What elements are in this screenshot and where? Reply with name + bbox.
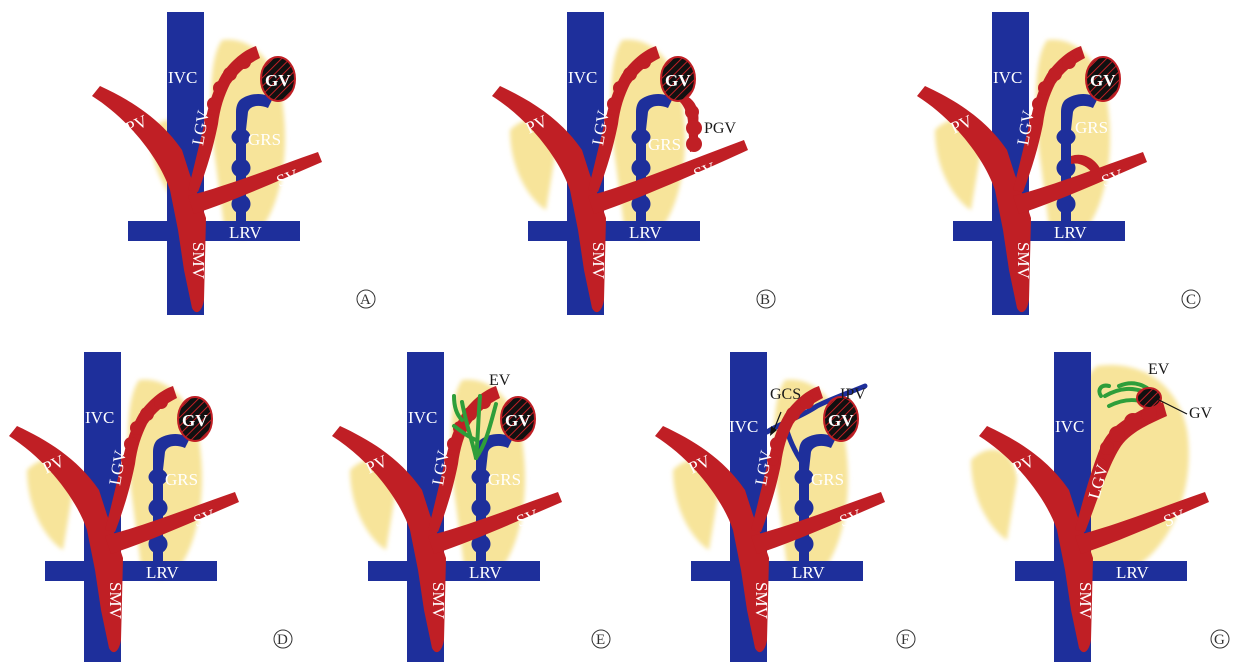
ev-label: EV	[489, 372, 511, 389]
panel-label-d: D	[277, 632, 288, 648]
panel-label-a: A	[360, 292, 371, 308]
smv-label: SMV	[189, 242, 208, 280]
gv-label: GV	[828, 411, 854, 430]
ivc-label: IVC	[993, 68, 1022, 87]
gv-label: GV	[1189, 405, 1213, 422]
lrv-vessel	[45, 561, 217, 581]
grs-label: GRS	[1075, 118, 1108, 137]
lrv-vessel	[691, 561, 863, 581]
ev-label: EV	[1148, 361, 1170, 378]
grs-label: GRS	[648, 135, 681, 154]
lrv-vessel	[128, 221, 300, 241]
grs-label: GRS	[165, 470, 198, 489]
lrv-label: LRV	[146, 563, 179, 582]
panel-label-e: E	[596, 632, 605, 648]
smv-label: SMV	[1076, 582, 1095, 620]
panel-e: IVC PV LGV GV EV GRS SV LRV SMV E	[332, 352, 610, 662]
grs-label: GRS	[248, 130, 281, 149]
lrv-vessel	[953, 221, 1125, 241]
smv-label: SMV	[589, 242, 608, 280]
panel-f: IVC GCS IPV PV LGV GV GRS SV LRV SMV F	[655, 352, 915, 662]
gv-varix	[1137, 388, 1161, 408]
panel-c: IVC PV LGV GV GRS SV LRV SMV C	[917, 12, 1200, 315]
panel-label-f: F	[901, 632, 909, 648]
panel-label-g: G	[1214, 632, 1225, 648]
panel-d: IVC PV LGV GV GRS SV LRV SMV D	[9, 352, 292, 662]
lrv-label: LRV	[629, 223, 662, 242]
grs-label: GRS	[811, 470, 844, 489]
panel-a: IVC PV LGV GV GRS SV LRV SMV A	[92, 12, 375, 315]
panel-g: EV GV IVC PV LGV SV LRV SMV G	[971, 352, 1229, 662]
lrv-label: LRV	[229, 223, 262, 242]
gv-label: GV	[505, 411, 531, 430]
ivc-label: IVC	[408, 408, 437, 427]
panel-label-c: C	[1186, 292, 1196, 308]
grs-label: GRS	[488, 470, 521, 489]
gv-label: GV	[665, 71, 691, 90]
lrv-vessel	[528, 221, 700, 241]
ipv-label: IPV	[840, 386, 866, 403]
lrv-label: LRV	[469, 563, 502, 582]
lrv-label: LRV	[792, 563, 825, 582]
gcs-label: GCS	[770, 386, 801, 403]
ivc-label: IVC	[568, 68, 597, 87]
gv-label: GV	[182, 411, 208, 430]
smv-label: SMV	[1014, 242, 1033, 280]
panel-b: IVC PV LGV GV GRS PGV SV LRV SMV B	[492, 12, 775, 315]
ivc-label: IVC	[729, 417, 758, 436]
lrv-vessel	[368, 561, 540, 581]
lrv-label: LRV	[1116, 563, 1149, 582]
gv-label: GV	[265, 71, 291, 90]
panel-label-b: B	[760, 292, 770, 308]
lrv-vessel	[1015, 561, 1187, 581]
pgv-label: PGV	[704, 120, 736, 137]
ivc-label: IVC	[1055, 417, 1084, 436]
smv-label: SMV	[429, 582, 448, 620]
smv-label: SMV	[106, 582, 125, 620]
ivc-label: IVC	[85, 408, 114, 427]
smv-label: SMV	[752, 582, 771, 620]
lrv-label: LRV	[1054, 223, 1087, 242]
gv-label: GV	[1090, 71, 1116, 90]
ivc-label: IVC	[168, 68, 197, 87]
